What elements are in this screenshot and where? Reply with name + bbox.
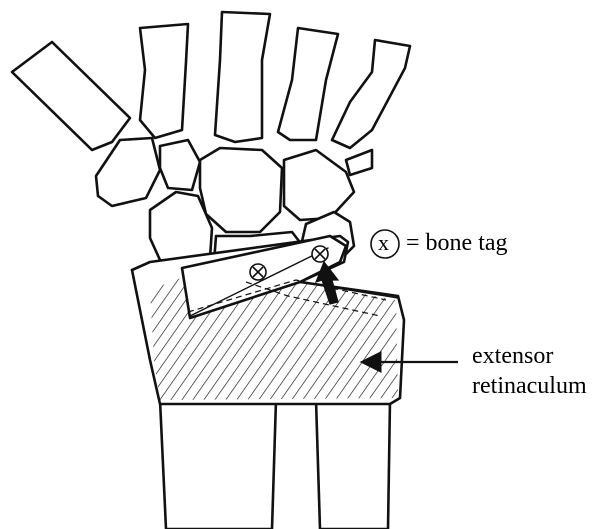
bone-tag-2 bbox=[312, 246, 328, 262]
legend-tag-text: = bone tag bbox=[406, 229, 508, 257]
metacarpals bbox=[12, 12, 410, 150]
capitate bbox=[200, 148, 282, 232]
metacarpal-4 bbox=[278, 28, 338, 140]
legend-tag-x: x bbox=[378, 229, 389, 257]
extensor-label: extensor bbox=[472, 342, 553, 370]
distal-radius bbox=[132, 236, 404, 404]
ulna-shaft bbox=[316, 400, 390, 529]
metacarpal-5 bbox=[332, 40, 410, 148]
bone-tag-1 bbox=[250, 264, 266, 280]
metacarpal-2 bbox=[140, 24, 188, 138]
metacarpal-1 bbox=[12, 42, 130, 150]
retinaculum-label: retinaculum bbox=[472, 372, 587, 400]
trapezium bbox=[96, 138, 160, 206]
hook-of-hamate bbox=[346, 150, 372, 175]
hamate bbox=[284, 150, 354, 220]
trapezoid bbox=[160, 140, 200, 190]
metacarpal-3 bbox=[215, 12, 270, 142]
